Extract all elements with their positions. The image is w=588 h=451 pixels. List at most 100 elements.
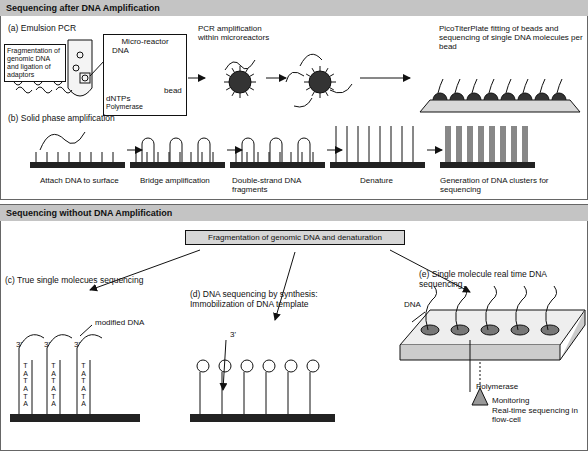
node-text: Micro-reactor [108, 37, 182, 46]
illustration-stroke [494, 126, 495, 162]
label: Attach DNA to surface [40, 176, 130, 185]
node-text: Fragmentation of genomic DNA and denatur… [190, 233, 400, 242]
illustration-stroke [313, 152, 314, 162]
illustration-stroke [472, 79, 477, 93]
illustration-stroke [483, 126, 484, 162]
illustration-stroke [546, 286, 557, 330]
illustration-stroke [288, 372, 289, 414]
illustration-stroke [426, 286, 437, 330]
illustration-stroke [77, 335, 102, 348]
illustration-stroke [113, 152, 114, 162]
label: TATATA [80, 362, 87, 408]
illustration-stroke [433, 93, 447, 100]
label: 3' [44, 340, 50, 349]
illustration-stroke [456, 286, 467, 330]
illustration-stroke [40, 132, 85, 150]
illustration-stroke [489, 79, 494, 93]
illustration-stroke [330, 74, 334, 77]
label: Generation of DNA clusters for sequencin… [440, 176, 550, 194]
illustration-stroke [270, 138, 282, 162]
illustration-stroke [285, 360, 297, 372]
illustration-stroke [523, 126, 524, 162]
illustration-stroke [402, 126, 403, 162]
illustration-stroke [327, 150, 342, 151]
illustration-stroke [450, 126, 451, 162]
illustration-stroke [484, 93, 498, 100]
illustration-stroke [240, 93, 241, 98]
illustration-stroke [227, 150, 242, 151]
illustration-stroke [540, 79, 545, 93]
illustration-stroke [232, 92, 235, 96]
illustration-stroke [302, 152, 303, 162]
illustration-stroke [421, 325, 439, 335]
label: Denature [360, 176, 393, 185]
illustration-stroke [30, 162, 125, 168]
illustration-stroke [467, 93, 481, 100]
illustration-stroke [246, 92, 249, 96]
illustration-stroke [451, 325, 469, 335]
label: 3' [230, 330, 236, 339]
illustration-stroke [298, 138, 310, 162]
illustration-stroke [492, 126, 493, 162]
illustration-stroke [427, 150, 442, 151]
illustration-stroke [306, 88, 310, 91]
illustration-stroke [347, 126, 348, 162]
illustration-stroke [501, 93, 515, 100]
illustration-stroke [326, 68, 329, 72]
illustration-stroke [226, 88, 230, 91]
label: DNA [404, 300, 421, 309]
illustration-stroke [250, 74, 254, 77]
illustration-stroke [412, 312, 425, 322]
illustration-stroke [250, 88, 254, 91]
illustration-stroke [461, 126, 462, 162]
illustration-stroke [242, 138, 254, 162]
label: PCR amplification within microreactors [198, 24, 278, 42]
illustration-stroke [241, 360, 253, 372]
illustration-stroke [19, 335, 44, 348]
section-band: Sequencing without DNA Amplification [0, 205, 588, 221]
illustration-stroke [552, 93, 566, 100]
label: (c) True single molecues sequencing [5, 276, 155, 286]
label: (e) Single molecule real time DNA sequen… [419, 270, 584, 290]
illustration-stroke [391, 126, 392, 162]
label: DNA [112, 46, 129, 55]
illustration-stroke [468, 126, 469, 162]
illustration-stroke [527, 126, 528, 162]
illustration-stroke [247, 152, 248, 162]
illustration-stroke [481, 325, 499, 335]
illustration-stroke [169, 152, 170, 162]
illustration-stroke [36, 87, 52, 93]
illustration-stroke [19, 348, 20, 414]
label: Real-time sequencing in flow-cell [492, 406, 582, 424]
illustration-stroke [516, 286, 527, 330]
label: PicoTiterPlate fitting of beads and sequ… [439, 24, 584, 52]
illustration-stroke [223, 340, 226, 390]
label: Polymerase [476, 382, 518, 391]
illustration-stroke [16, 87, 32, 93]
illustration-stroke [232, 68, 235, 72]
illustration-stroke [307, 360, 319, 372]
illustration-stroke [312, 68, 315, 72]
illustration-stroke [280, 152, 281, 162]
illustration-stroke [326, 92, 329, 96]
illustration-stroke [320, 66, 321, 71]
illustration-stroke [69, 152, 70, 162]
illustration-stroke [320, 93, 321, 98]
illustration-stroke [236, 152, 237, 162]
illustration-stroke [90, 360, 91, 414]
illustration-stroke [136, 152, 137, 162]
illustration-stroke [450, 93, 464, 100]
illustration-stroke [535, 93, 549, 100]
label: 3' [16, 340, 22, 349]
illustration-stroke [251, 82, 256, 83]
illustration-stroke [457, 126, 458, 162]
illustration-stroke [47, 335, 72, 348]
illustration-stroke [269, 152, 270, 162]
label: (a) Emulsion PCR [8, 24, 76, 34]
illustration-stroke [180, 152, 181, 162]
illustration-stroke [440, 162, 535, 168]
illustration-stroke [200, 372, 201, 414]
illustration-stroke [127, 150, 142, 151]
label: (b) Solid phase amplification [8, 114, 115, 124]
illustration-stroke [56, 87, 72, 93]
